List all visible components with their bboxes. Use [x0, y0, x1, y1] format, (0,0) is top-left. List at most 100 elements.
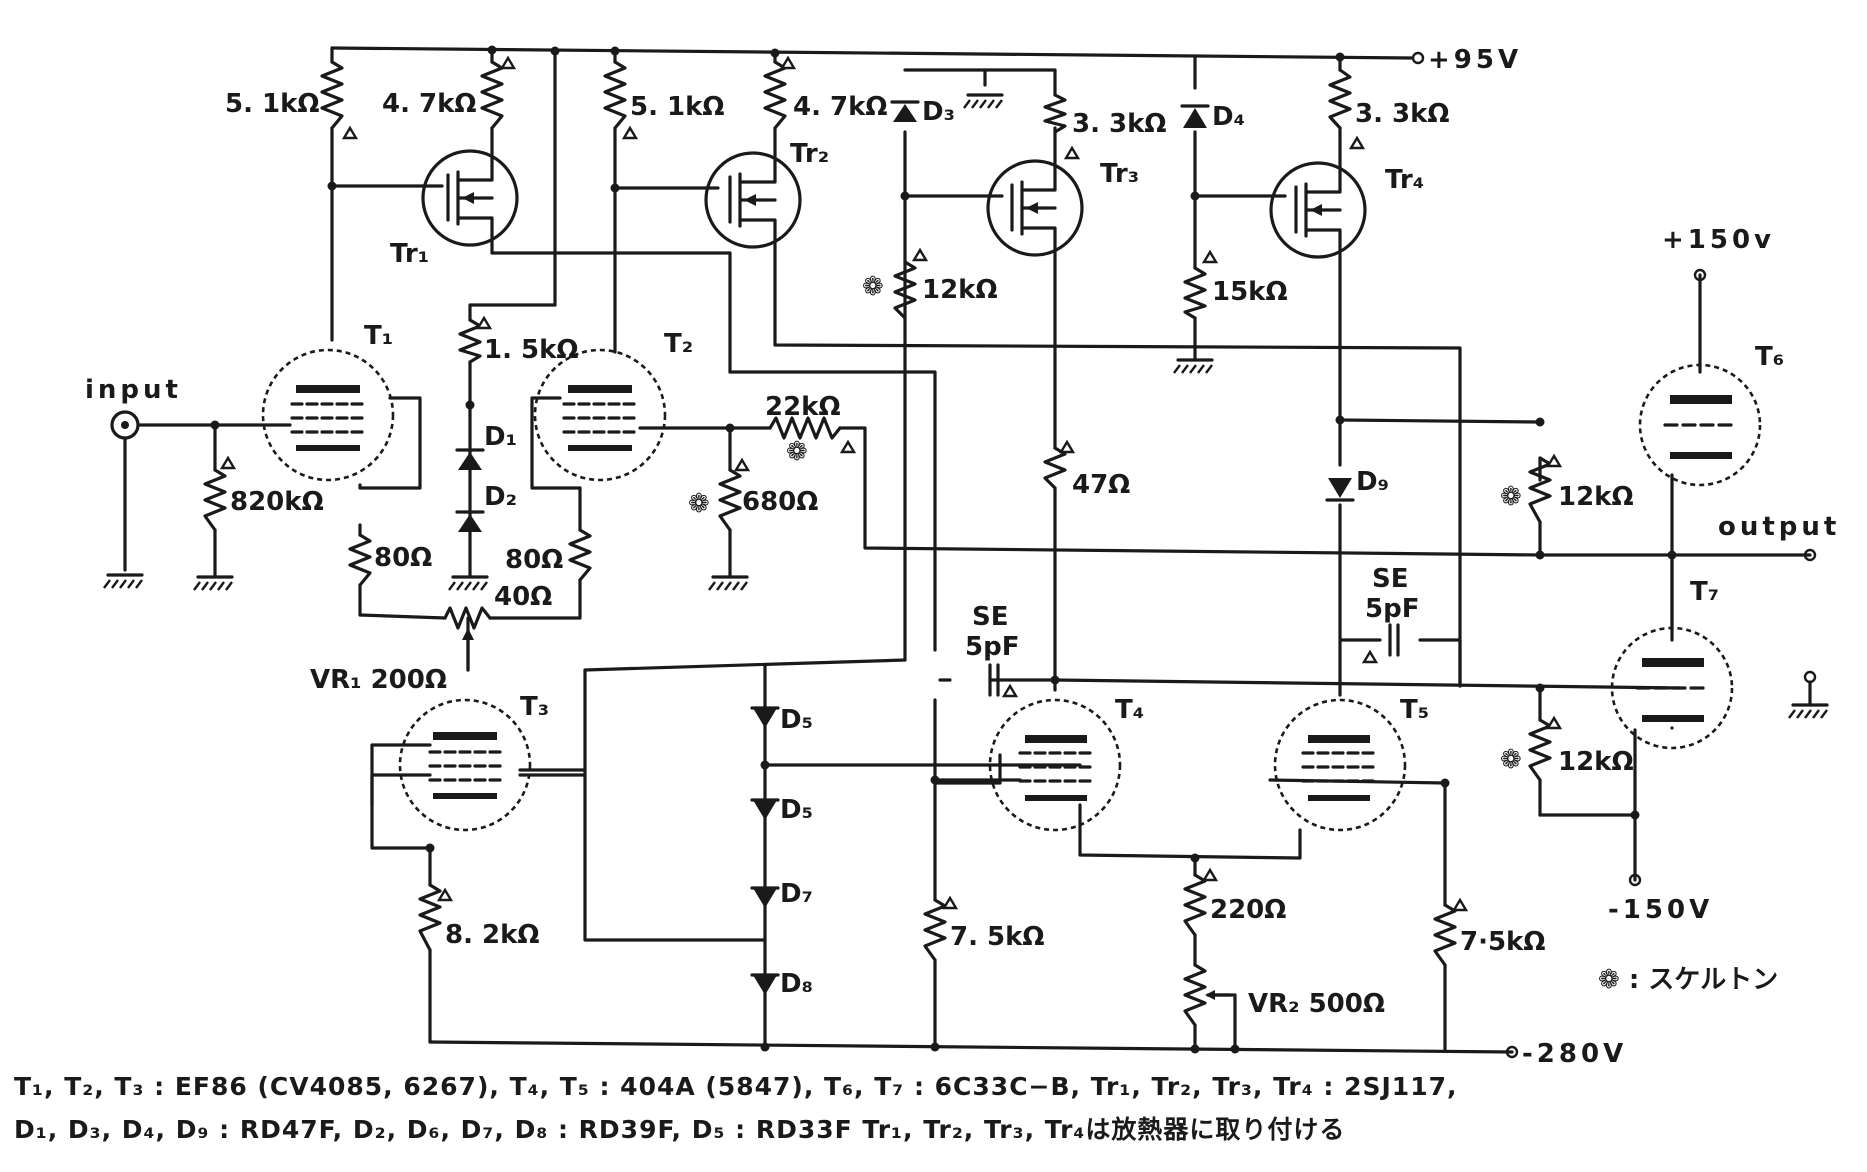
rail-plus95-label: +95V [1428, 45, 1522, 75]
tube-t1 [261, 348, 395, 482]
wiring [123, 46, 1812, 1054]
marker-triangles [219, 55, 1563, 912]
diode-d8-label: D₈ [780, 969, 813, 999]
r-8-2k-label: 8. 2kΩ [445, 920, 540, 950]
resistor-8-2k [418, 883, 442, 952]
r-12k-b-label: 12kΩ [1558, 482, 1634, 512]
rail-plus150-label: +150v [1662, 225, 1775, 255]
capacitor-symbols [988, 623, 1400, 697]
vr2-label: VR₂ 500Ω [1248, 989, 1385, 1019]
resistor-80-r [568, 528, 592, 582]
input-label: input [85, 375, 182, 405]
r-t1-plate-label: 5. 1kΩ [225, 89, 320, 119]
ground-symbols [103, 93, 1829, 719]
resistor-15k [1183, 266, 1207, 320]
terminals [110, 51, 1817, 1059]
rail-minus280-label: -280V [1522, 1039, 1627, 1069]
input-jack[interactable] [110, 410, 140, 440]
labels: +95V +150v -150V -280V input output T₁ T… [85, 45, 1840, 1069]
fet-tr1 [421, 149, 519, 247]
r-tr3-label: 3. 3kΩ [1072, 109, 1167, 139]
fet-tr4 [1269, 158, 1367, 259]
resistor-47 [1043, 446, 1067, 490]
output-label: output [1718, 512, 1840, 542]
fet-tr2 [704, 151, 802, 249]
diode-symbols [455, 100, 1355, 995]
r-tr1-label: 4. 7kΩ [382, 89, 477, 119]
diode-d6-label: D₅ [780, 795, 813, 825]
r-47-label: 47Ω [1072, 470, 1130, 500]
tube-t3 [398, 698, 532, 832]
resistor-12k-c [1528, 718, 1552, 782]
r-820k-label: 820kΩ [230, 487, 324, 517]
resistor-220 [1183, 873, 1207, 937]
tube-t4 [988, 698, 1122, 832]
r-12k-c-label: 12kΩ [1558, 747, 1634, 777]
resistor-7-5k-b [1433, 903, 1457, 967]
r-80-r-label: 80Ω [505, 545, 563, 575]
resistor-22k [768, 416, 842, 440]
diode-d1-label: D₁ [484, 422, 517, 452]
resistor-80-l [348, 533, 372, 587]
asterisk-mark-2: ❁ [688, 489, 710, 519]
tube-t6-label: T₆ [1755, 342, 1784, 372]
r-t2-plate-label: 5. 1kΩ [630, 92, 725, 122]
resistor-12k-b [1528, 456, 1552, 524]
fet-tr3 [986, 158, 1084, 257]
tube-t6 [1638, 363, 1762, 487]
diode-d7-label: D₇ [780, 879, 813, 909]
parts-list-line2: D₁, D₃, D₄, D₉ : RD47F, D₂, D₆, D₇, D₈ :… [14, 1115, 1346, 1144]
tube-t5 [1273, 698, 1407, 832]
r-12k-a-label: 12kΩ [922, 275, 998, 305]
resistor-680 [718, 468, 742, 532]
resistor-7-5k-a [923, 898, 947, 962]
skeleton-legend: ❁ : スケルトン [1598, 965, 1778, 995]
asterisk-mark-4: ❁ [1500, 482, 1522, 512]
r-tr2-label: 4. 7kΩ [793, 92, 888, 122]
r-80-l-label: 80Ω [374, 543, 432, 573]
r-1-5k-label: 1. 5kΩ [484, 335, 579, 365]
fet-tr4-label: Tr₄ [1385, 165, 1424, 195]
r-tr4-label: 3. 3kΩ [1355, 99, 1450, 129]
tube-t2-label: T₂ [664, 329, 693, 359]
cap-se2-type: SE [1372, 564, 1409, 594]
tube-t3-label: T₃ [520, 692, 549, 722]
r-220-label: 220Ω [1210, 895, 1286, 925]
r-7-5k-b-label: 7·5kΩ [1460, 927, 1545, 957]
asterisk-mark-5: ❁ [1500, 745, 1522, 775]
r-40-label: 40Ω [494, 582, 552, 612]
rail-minus150-label: -150V [1608, 895, 1713, 925]
fet-tr2-label: Tr₂ [790, 139, 829, 169]
resistor-tr3 [1043, 93, 1067, 134]
resistor-820k [203, 468, 227, 532]
tube-symbols [261, 348, 1762, 832]
diode-d4-label: D₄ [1212, 102, 1245, 132]
diode-d5a-label: D₅ [780, 705, 813, 735]
resistor-symbols [203, 60, 1552, 1027]
r-22k-label: 22kΩ [765, 392, 841, 422]
resistor-tr1 [480, 60, 504, 130]
diode-d9-label: D₉ [1356, 467, 1389, 497]
r-7-5k-a-label: 7. 5kΩ [950, 922, 1045, 952]
diode-d2-label: D₂ [484, 482, 517, 512]
resistor-t2-plate [603, 60, 627, 130]
tube-t5-label: T₅ [1400, 695, 1429, 725]
tube-t1-label: T₁ [364, 321, 393, 351]
resistor-tr4 [1328, 68, 1352, 130]
r-680-label: 680Ω [742, 487, 818, 517]
asterisk-mark-1: ❁ [862, 272, 884, 302]
fet-symbols [421, 149, 1367, 259]
tube-t7-label: T₇ [1690, 577, 1719, 607]
tube-t4-label: T₄ [1115, 695, 1144, 725]
parts-list-line1: T₁, T₂, T₃ : EF86 (CV4085, 6267), T₄, T₅… [14, 1072, 1458, 1101]
asterisk-mark-3: ❁ [786, 437, 808, 467]
resistor-1-5k [458, 318, 482, 364]
resistor-tr2 [763, 60, 787, 130]
cap-se1-type: SE [972, 602, 1009, 632]
resistor-vr2 [1183, 963, 1207, 1027]
diode-d3-label: D₃ [922, 97, 955, 127]
cap-se2-value: 5pF [1365, 594, 1419, 624]
tube-t2 [533, 348, 667, 482]
fet-tr3-label: Tr₃ [1100, 159, 1139, 189]
